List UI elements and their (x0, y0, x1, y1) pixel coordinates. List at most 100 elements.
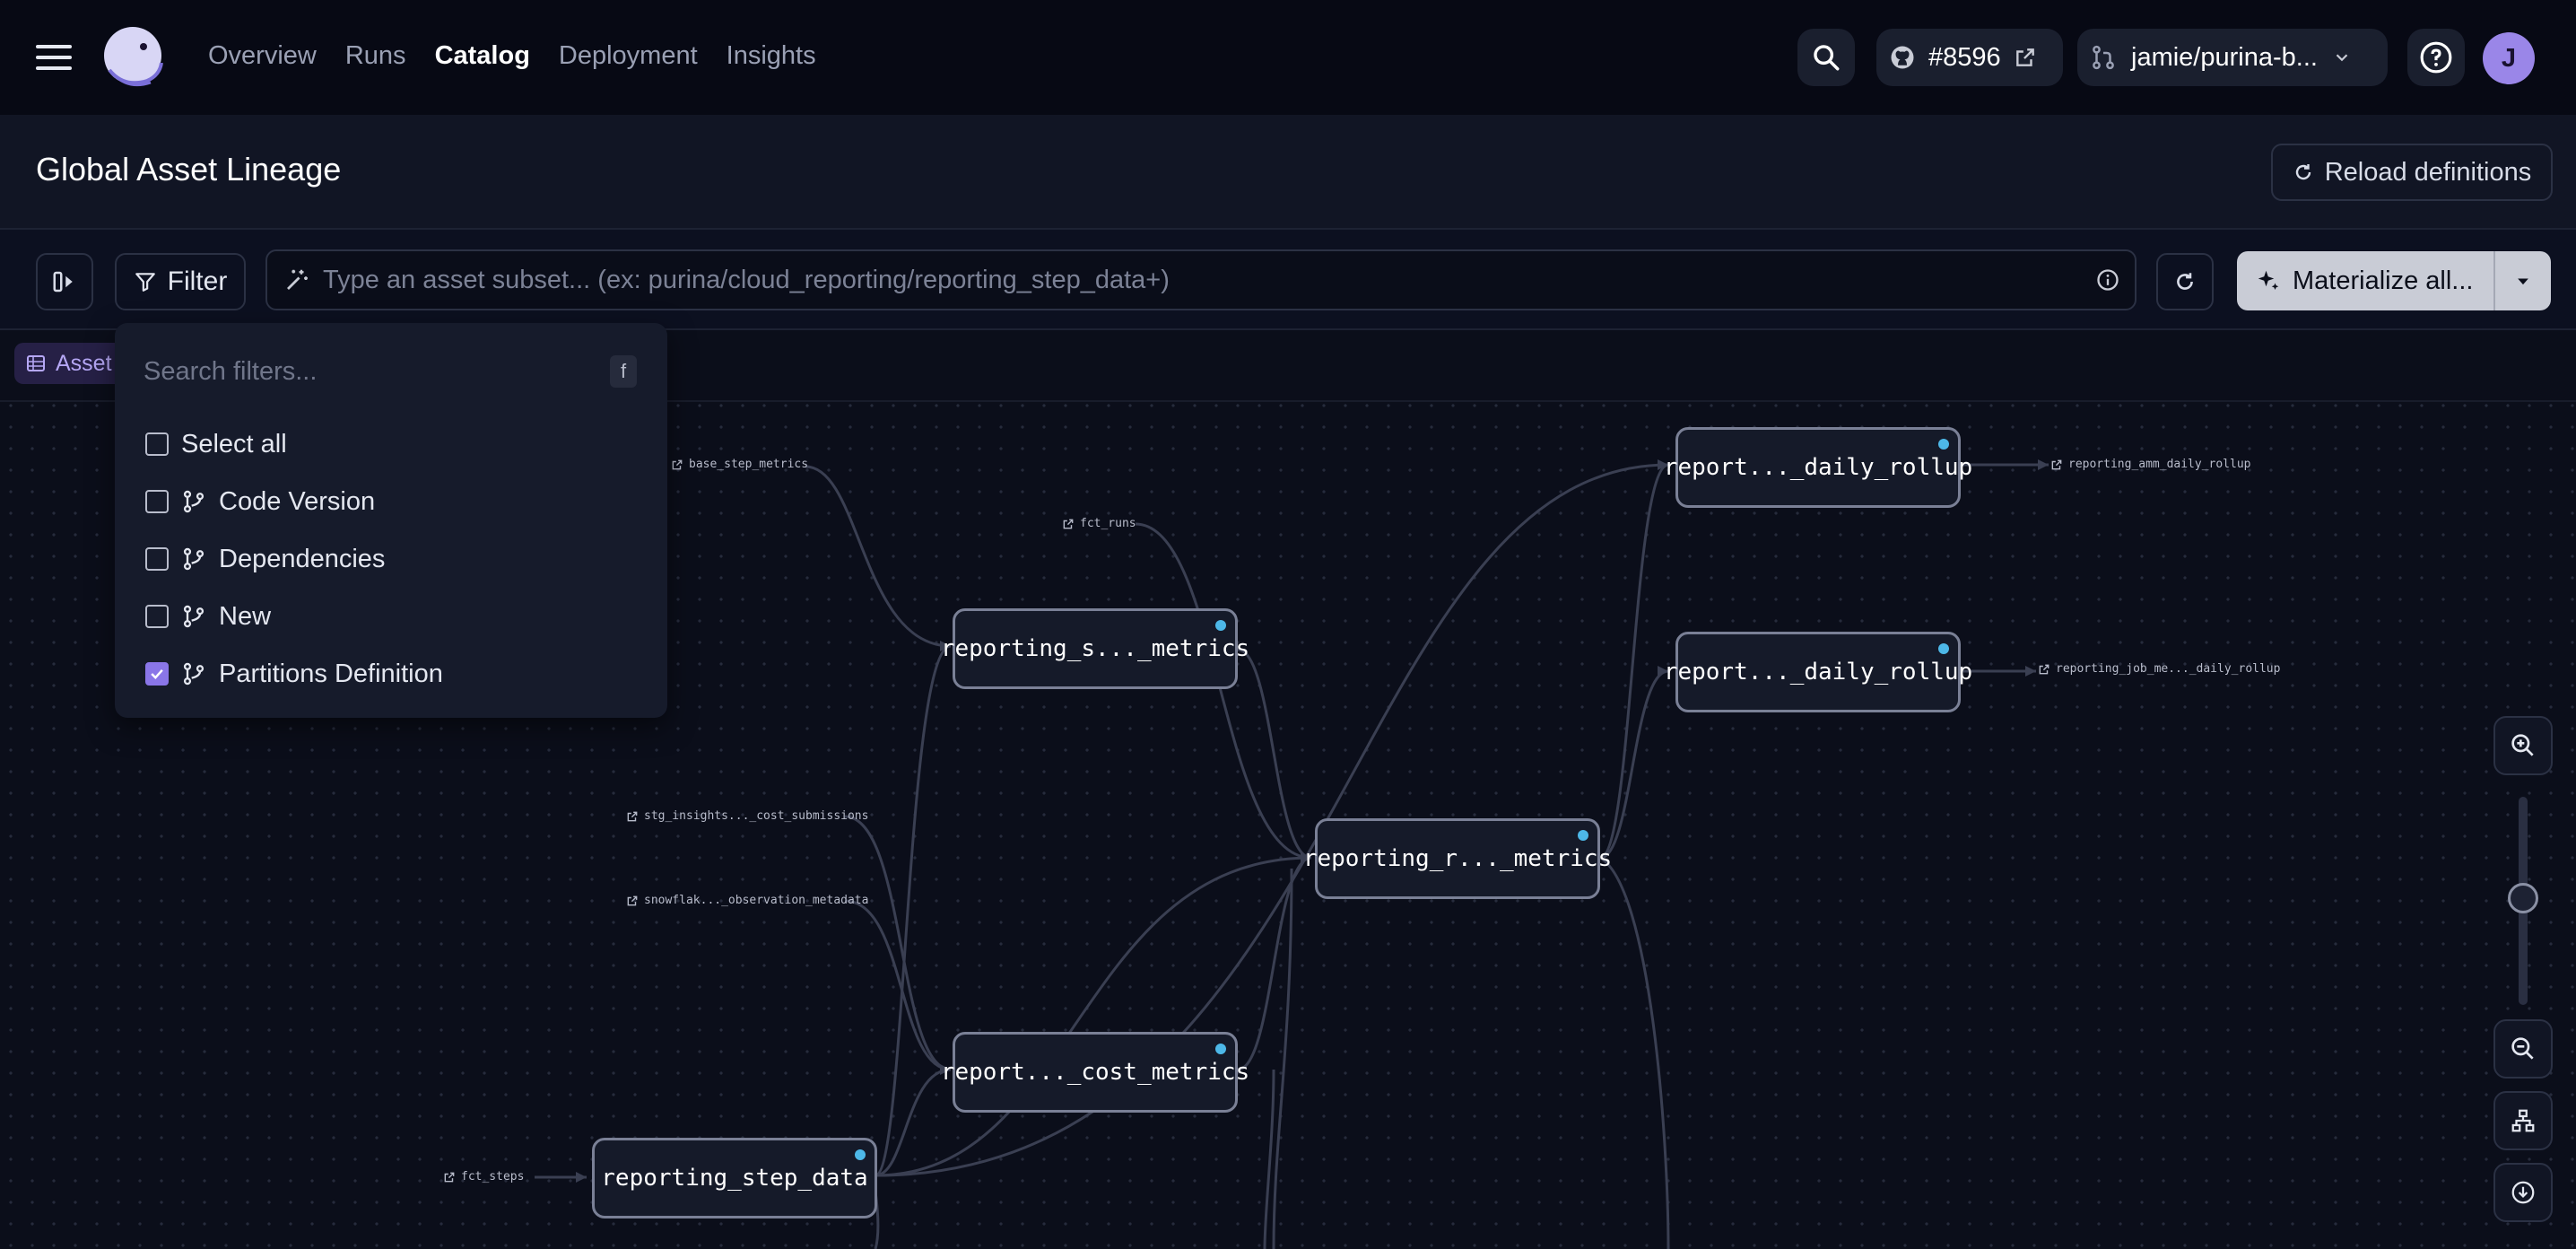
checkmark-icon (151, 668, 163, 679)
menu-icon[interactable] (36, 43, 72, 72)
external-asset-stg-insights[interactable]: stg_insights..._cost_submissions (626, 809, 868, 823)
asset-node-daily-rollup-1[interactable]: report..._daily_rollup (1664, 427, 1972, 508)
external-asset-reporting-amm-daily-rollup[interactable]: reporting_amm_daily_rollup (2050, 458, 2251, 471)
status-dot (1215, 1044, 1226, 1054)
zoom-in-icon (2511, 734, 2534, 756)
filter-search-input[interactable] (144, 356, 610, 387)
search-button[interactable] (1797, 29, 1855, 86)
layout-graph-button[interactable] (2493, 1091, 2553, 1150)
keyboard-shortcut-hint: f (610, 355, 637, 388)
filter-option-code-version[interactable]: Code Version (145, 479, 375, 524)
filter-label: Filter (167, 266, 228, 296)
partitions-definition-checkbox[interactable] (145, 662, 169, 686)
zoom-in-button[interactable] (2493, 716, 2553, 775)
status-dot (855, 1149, 866, 1160)
status-dot (1578, 830, 1588, 841)
nav-insights[interactable]: Insights (726, 41, 816, 70)
dagster-logo[interactable] (97, 23, 167, 92)
caret-down-icon (2518, 278, 2528, 285)
top-navigation: Overview Runs Catalog Deployment Insight… (0, 0, 2576, 115)
nav-deployment[interactable]: Deployment (558, 41, 698, 70)
external-asset-label: fct_runs (1080, 517, 1136, 530)
select-all-checkbox[interactable] (145, 432, 169, 456)
magic-wand-icon (287, 269, 308, 290)
page-header: Global Asset Lineage Reload definitions (0, 115, 2576, 230)
table-icon (27, 355, 45, 371)
external-asset-fct-steps[interactable]: fct_steps (443, 1170, 524, 1183)
asset-node-reporting-s-metrics[interactable]: reporting_s..._metrics (941, 608, 1249, 689)
external-asset-snowflake-observation[interactable]: snowflak..._observation_metadata (626, 894, 868, 907)
search-icon (1814, 45, 1840, 71)
external-link-icon (627, 895, 638, 905)
materialize-options-button[interactable] (2493, 251, 2551, 310)
refresh-icon (2177, 273, 2193, 290)
filter-select-all[interactable]: Select all (145, 422, 287, 467)
user-avatar[interactable]: J (2483, 32, 2535, 84)
asset-node-reporting-r-metrics[interactable]: reporting_r..._metrics (1303, 818, 1612, 899)
filter-option-new[interactable]: New (145, 594, 271, 639)
new-checkbox[interactable] (145, 605, 169, 628)
filter-search[interactable]: f (144, 345, 637, 398)
reload-definitions-button[interactable]: Reload definitions (2271, 144, 2553, 201)
git-branch-icon (183, 547, 205, 571)
asset-selection-input[interactable] (323, 265, 2083, 295)
download-graph-button[interactable] (2493, 1163, 2553, 1222)
nav-runs[interactable]: Runs (344, 41, 406, 70)
asset-group-chip[interactable]: Asset (14, 343, 123, 384)
github-icon (1891, 46, 1914, 69)
asset-graph-canvas[interactable]: Asset (0, 330, 2576, 1249)
filter-option-label: Dependencies (219, 544, 386, 573)
materialize-all-button[interactable]: Materialize all... (2237, 251, 2493, 310)
external-asset-label: fct_steps (461, 1170, 525, 1183)
asset-node-cost-metrics[interactable]: report..._cost_metrics (941, 1032, 1249, 1113)
sidebar-toggle-button[interactable] (36, 253, 93, 310)
sparkle-icon (2258, 270, 2279, 290)
branch-name: jamie/purina-b... (2131, 42, 2318, 72)
external-link-icon (1063, 519, 1074, 528)
asset-node-label: reporting_r..._metrics (1302, 845, 1613, 872)
external-asset-base-step-metrics[interactable]: base_step_metrics (671, 458, 808, 471)
asset-node-reporting-step-data[interactable]: reporting_step_data (592, 1138, 877, 1218)
zoom-out-button[interactable] (2493, 1019, 2553, 1079)
zoom-slider-handle[interactable] (2508, 883, 2538, 913)
external-link-icon (672, 459, 683, 469)
git-branch-icon (183, 490, 205, 513)
refresh-icon (2295, 164, 2311, 180)
zoom-out-icon (2511, 1037, 2534, 1060)
branch-selector[interactable]: jamie/purina-b... (2077, 29, 2388, 86)
filter-button[interactable]: Filter (115, 253, 246, 310)
git-branch-icon (2093, 45, 2114, 70)
external-asset-label: reporting_amm_daily_rollup (2068, 458, 2251, 471)
asset-node-label: report..._daily_rollup (1663, 659, 1973, 686)
run-number: #8596 (1928, 42, 2001, 72)
status-dot (1938, 439, 1949, 450)
code-version-checkbox[interactable] (145, 490, 169, 513)
info-icon[interactable] (2095, 267, 2120, 293)
nav-overview[interactable]: Overview (208, 41, 317, 70)
status-dot (1938, 643, 1949, 654)
download-icon (2511, 1181, 2535, 1204)
graph-toolbar: Filter Materialize all... (0, 230, 2576, 330)
refresh-graph-button[interactable] (2156, 253, 2214, 310)
external-asset-label: snowflak..._observation_metadata (644, 894, 869, 907)
filter-icon (135, 273, 155, 292)
nav-catalog[interactable]: Catalog (434, 41, 530, 70)
hierarchy-icon (2511, 1109, 2535, 1132)
filter-option-dependencies[interactable]: Dependencies (145, 537, 385, 581)
main-nav: Overview Runs Catalog Deployment Insight… (208, 41, 816, 71)
asset-node-label: report..._daily_rollup (1663, 454, 1973, 481)
external-asset-fct-runs[interactable]: fct_runs (1062, 517, 1136, 530)
dependencies-checkbox[interactable] (145, 547, 169, 571)
asset-node-label: reporting_step_data (601, 1165, 868, 1192)
asset-node-daily-rollup-2[interactable]: report..._daily_rollup (1664, 632, 1972, 712)
help-button[interactable] (2407, 29, 2465, 86)
asset-chip-label: Asset (56, 350, 112, 376)
filter-option-label: Select all (181, 429, 287, 459)
external-link-icon (444, 1172, 455, 1182)
git-branch-icon (183, 662, 205, 686)
code-location-run-link[interactable]: #8596 (1876, 29, 2063, 86)
asset-selection-field[interactable] (265, 249, 2137, 310)
filter-option-partitions-definition[interactable]: Partitions Definition (145, 651, 443, 696)
external-asset-reporting-job-daily-rollup[interactable]: reporting_job_me..._daily_rollup (2038, 662, 2280, 676)
filter-option-label: Code Version (219, 486, 376, 516)
